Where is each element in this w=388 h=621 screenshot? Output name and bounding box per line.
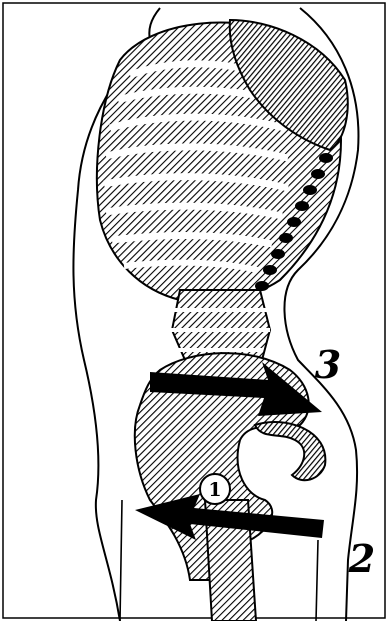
marker-1-label: 1 — [208, 479, 221, 501]
marker-3-label: 3 — [315, 342, 341, 387]
lumbar-spine — [165, 290, 270, 360]
rib-cage — [97, 20, 348, 302]
marker-2-label: 2 — [348, 536, 375, 581]
